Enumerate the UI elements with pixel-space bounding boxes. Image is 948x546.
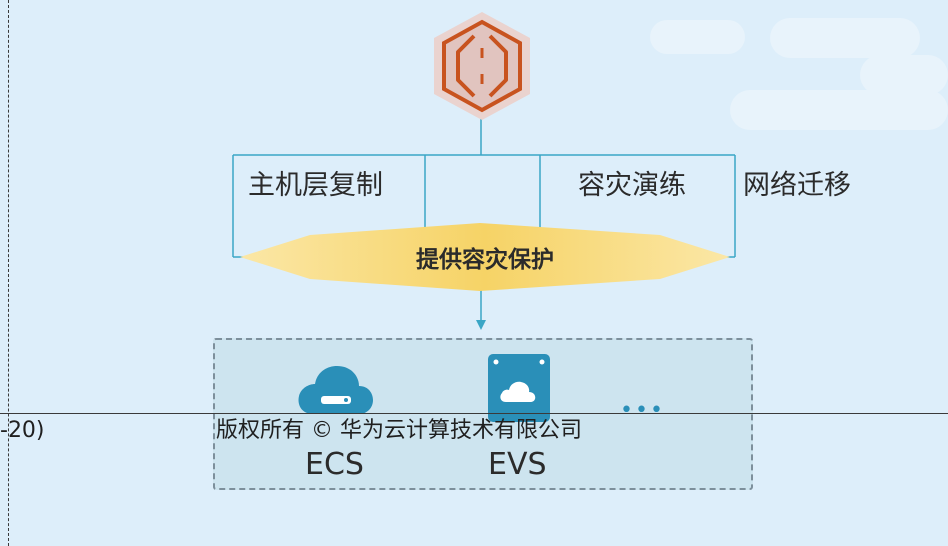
evs-disk-icon bbox=[488, 354, 550, 422]
banner-label: 提供容灾保护 bbox=[416, 247, 554, 273]
protection-banner: 提供容灾保护 bbox=[240, 223, 730, 291]
feature-dr-drill: 容灾演练 bbox=[578, 170, 686, 201]
banner-shape bbox=[240, 223, 730, 291]
ecs-cloud-icon bbox=[298, 366, 373, 414]
footer-fragment: -20) bbox=[0, 418, 45, 443]
bg-pill-4 bbox=[730, 90, 948, 130]
ecs-label: ECS bbox=[305, 447, 364, 482]
dr-service-hex-icon bbox=[434, 12, 530, 120]
feature-host-replication: 主机层复制 bbox=[248, 170, 383, 201]
left-margin-guide bbox=[8, 0, 9, 546]
down-arrowhead bbox=[476, 320, 486, 330]
feature-network-migration: 网络迁移 bbox=[743, 170, 851, 201]
bg-pill-2 bbox=[770, 18, 920, 58]
more-services-icon: ••• bbox=[620, 398, 665, 423]
bg-pill-1 bbox=[650, 20, 745, 54]
bg-pill-3 bbox=[860, 55, 948, 95]
evs-label: EVS bbox=[488, 447, 547, 482]
footer-rule bbox=[0, 413, 948, 414]
services-container bbox=[213, 338, 753, 490]
footer-copyright: 版权所有 © 华为云计算技术有限公司 bbox=[216, 418, 582, 443]
